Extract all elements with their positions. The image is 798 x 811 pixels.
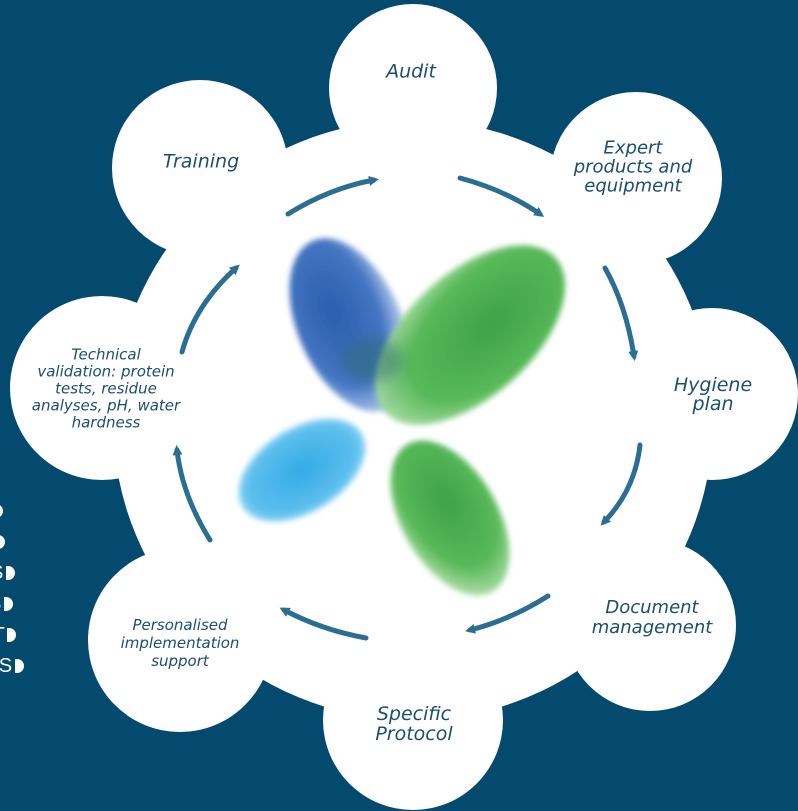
node-label-audit: Audit [386,60,436,83]
bubble-training [112,80,288,256]
arrow-hygiene-to-document [600,442,643,526]
chevron-right-icon [5,566,15,580]
cycle-arrows [172,175,643,641]
bubble-expert [550,92,722,264]
side-menu-item[interactable]: S [0,558,90,589]
bubble-hygiene [626,308,798,480]
node-label-expert: Expert products and equipment [573,137,693,197]
side-menu-item[interactable]: CES [0,651,90,682]
node-label-support: Personalised implementation support [120,616,240,670]
arrow-expert-to-hygiene [602,265,639,361]
bubble-audit [329,4,497,172]
chevron-right-icon [3,597,13,611]
node-label-hygiene: Hygiene plan [673,374,753,415]
node-label-protocol: Specific Protocol [375,703,453,745]
bubble-validation [10,296,194,480]
arrow-document-to-protocol [465,593,551,634]
arrow-validation-to-training [179,264,240,355]
chevron-right-icon [14,659,24,673]
arrow-training-to-audit [285,175,379,217]
arrow-audit-to-expert [457,175,545,217]
node-label-validation: Technical validation: protein tests, res… [31,345,181,432]
flower-background [10,4,798,810]
center-logo [238,238,565,596]
node-label-training: Training [162,150,240,173]
side-menu: S S RT CES [0,496,90,682]
chevron-right-icon [0,504,3,518]
side-menu-item[interactable] [0,496,90,527]
node-label-document: Document management [591,597,713,638]
side-menu-item[interactable]: S [0,589,90,620]
bubble-support [88,548,272,732]
arrow-support-to-validation [172,445,213,543]
arrow-protocol-to-support [279,607,369,641]
chevron-right-icon [7,628,17,642]
chevron-right-icon [0,535,5,549]
side-menu-item[interactable] [0,527,90,558]
bubble-document [564,539,736,711]
side-menu-item[interactable]: RT [0,620,90,651]
bubble-protocol [323,630,503,810]
